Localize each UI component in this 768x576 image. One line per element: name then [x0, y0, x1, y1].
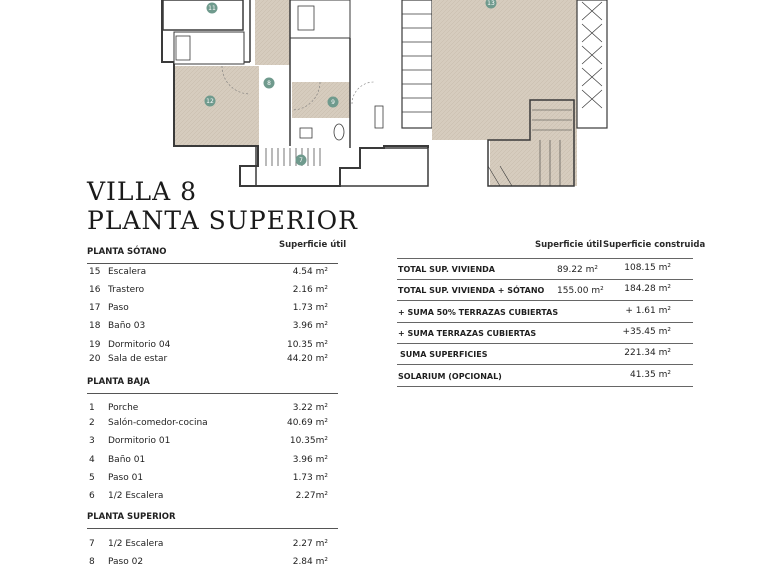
- floor-plan: 11 12 8 9 7 13: [161, 0, 608, 187]
- plan-label-8: 8: [267, 80, 271, 87]
- right-header-useful: Superficie útil: [535, 240, 603, 250]
- plan-label-11: 11: [208, 5, 216, 12]
- page-title-line1: VILLA 8: [87, 177, 198, 206]
- plan-label-13: 13: [487, 0, 495, 7]
- summary-row: SOLARIUM (OPCIONAL)41.35 m²: [397, 366, 693, 387]
- plan-label-7: 7: [299, 157, 303, 164]
- left-block: [161, 0, 429, 187]
- section-planta-baja: PLANTA BAJA: [87, 377, 338, 394]
- page-title-line2: PLANTA SUPERIOR: [87, 206, 358, 235]
- terrace-block: [401, 0, 608, 187]
- plan-label-12: 12: [206, 98, 214, 105]
- summary-row: + SUMA 50% TERRAZAS CUBIERTAS+ 1.61 m²: [397, 302, 693, 323]
- right-header-built: Superficie construida: [603, 240, 706, 250]
- section-planta-superior: PLANTA SUPERIOR: [87, 512, 338, 529]
- plan-label-9: 9: [331, 99, 335, 106]
- plan-labels: 11 12 8 9 7 13: [204, 0, 497, 166]
- section-planta-sotano: PLANTA SÓTANO: [87, 247, 338, 264]
- left-header-useful: Superficie útil: [279, 240, 347, 250]
- summary-row: + SUMA TERRAZAS CUBIERTAS+35.45 m²: [397, 323, 693, 344]
